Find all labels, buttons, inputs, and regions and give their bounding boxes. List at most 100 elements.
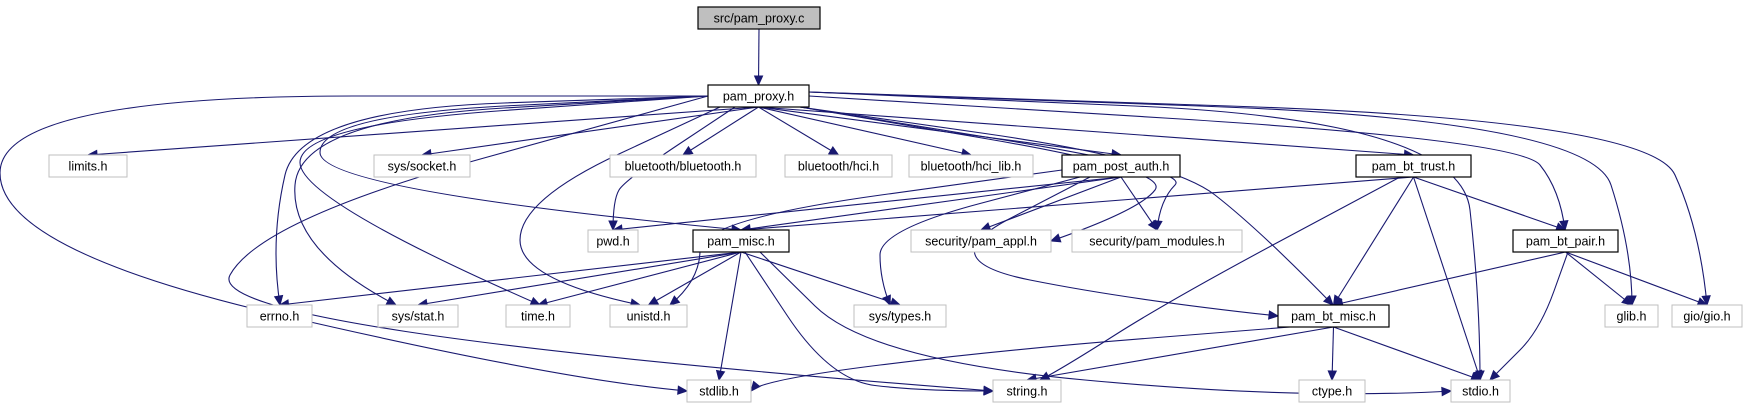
edge-pam_bt_misc_h-to-ctype_h xyxy=(1327,326,1338,382)
node-pam-proxy-c[interactable]: src/pam_proxy.c xyxy=(697,6,821,30)
edge-pam_misc_h-to-string_h xyxy=(744,251,995,396)
edge-pam_bt_pair_h-to-stdio_h xyxy=(1489,251,1569,381)
edge-pam_proxy_h-to-errno_h xyxy=(273,95,709,307)
node-label: sys/stat.h xyxy=(392,310,445,324)
edge-pam_misc_h-to-stdlib_h xyxy=(715,251,742,382)
node-string-h: string.h xyxy=(992,379,1062,403)
node-sys-socket-h: sys/socket.h xyxy=(373,154,471,178)
edge-pam_proxy_h-to-pam_bt_misc_h xyxy=(799,106,1334,306)
node-pam-misc-h[interactable]: pam_misc.h xyxy=(692,229,790,253)
edge-pam_proxy_h-to-pam_post_auth_h xyxy=(758,106,1123,159)
edge-pam_proxy_h-to-stdlib_h xyxy=(0,95,709,395)
edge-pam_bt_pair_h-to-glib_h xyxy=(1565,251,1633,306)
node-errno-h: errno.h xyxy=(246,304,313,328)
node-box xyxy=(1512,229,1619,253)
node-label: pam_misc.h xyxy=(707,235,774,249)
node-label: stdio.h xyxy=(1462,385,1499,399)
node-box xyxy=(910,229,1052,253)
node-label: stdlib.h xyxy=(699,385,739,399)
node-label: errno.h xyxy=(260,310,300,324)
edge-pam_bt_trust_h-to-stdio_h xyxy=(1412,176,1483,382)
node-pam-proxy-h[interactable]: pam_proxy.h xyxy=(707,84,810,108)
edge-pam_proxy_h-to-glib_h xyxy=(808,91,1637,307)
node-label: string.h xyxy=(1007,385,1048,399)
node-label: glib.h xyxy=(1617,310,1647,324)
node-box xyxy=(692,229,790,253)
node-label: security/pam_modules.h xyxy=(1089,235,1225,249)
node-label: pam_post_auth.h xyxy=(1073,160,1170,174)
node-label: bluetooth/hci.h xyxy=(798,160,879,174)
node-sys-types-h: sys/types.h xyxy=(853,304,947,328)
node-box xyxy=(246,304,313,328)
edge-pam_bt_trust_h-to-string_h xyxy=(1038,176,1401,381)
node-box xyxy=(1298,379,1366,403)
node-stdlib-h: stdlib.h xyxy=(686,379,752,403)
edge-pam_bt_misc_h-to-stdio_h xyxy=(1333,326,1482,382)
node-label: pwd.h xyxy=(596,235,629,249)
node-box xyxy=(609,304,688,328)
edge-pam_post_auth_h-to-pam_bt_misc_h xyxy=(973,176,1280,320)
edge-pam_proxy_h-to-pam_bt_pair_h xyxy=(808,95,1569,232)
edge-pam_bt_trust_h-to-pam_bt_misc_h xyxy=(1332,176,1414,307)
edge-pam_misc_h-to-errno_h xyxy=(278,251,742,309)
node-hci-h: bluetooth/hci.h xyxy=(784,154,893,178)
node-label: sys/types.h xyxy=(869,310,932,324)
node-label: security/pam_appl.h xyxy=(925,235,1037,249)
node-label: time.h xyxy=(521,310,555,324)
node-hci-lib-h: bluetooth/hci_lib.h xyxy=(908,154,1034,178)
node-pam-post-auth-h[interactable]: pam_post_auth.h xyxy=(1061,154,1181,178)
edge-pam_misc_h-to-time_h xyxy=(536,251,742,308)
edge-pam_proxy_h-to-sys_stat_h xyxy=(294,95,709,306)
edge-pam_misc_h-to-sys_types_h xyxy=(740,251,902,307)
edge-pam_proxy_h-to-time_h xyxy=(299,95,709,306)
node-box xyxy=(784,154,893,178)
node-pam-bt-trust-h[interactable]: pam_bt_trust.h xyxy=(1355,154,1472,178)
node-label: limits.h xyxy=(69,160,108,174)
node-label: bluetooth/hci_lib.h xyxy=(921,160,1022,174)
node-label: pam_proxy.h xyxy=(723,90,794,104)
node-label: ctype.h xyxy=(1312,385,1352,399)
node-box xyxy=(908,154,1034,178)
node-unistd-h: unistd.h xyxy=(609,304,688,328)
node-box xyxy=(587,229,639,253)
node-box xyxy=(707,84,810,108)
edge-pam_proxy_c-to-pam_proxy_h xyxy=(753,28,764,87)
node-label: pam_bt_misc.h xyxy=(1291,310,1376,324)
node-pam-bt-misc-h[interactable]: pam_bt_misc.h xyxy=(1277,304,1390,328)
edge-pam_bt_trust_h-to-pam_bt_pair_h xyxy=(1413,176,1567,232)
node-label: sys/socket.h xyxy=(388,160,457,174)
node-limits-h: limits.h xyxy=(48,154,128,178)
node-label: pam_bt_trust.h xyxy=(1372,160,1455,174)
edge-pam_post_auth_h-to-pam_modules_h xyxy=(1120,176,1158,232)
node-box xyxy=(377,304,459,328)
node-bluetooth-h: bluetooth/bluetooth.h xyxy=(609,154,757,178)
node-pam-appl-h: security/pam_appl.h xyxy=(910,229,1052,253)
node-label: pam_bt_pair.h xyxy=(1526,235,1605,249)
node-time-h: time.h xyxy=(505,304,571,328)
node-label: bluetooth/bluetooth.h xyxy=(625,160,742,174)
node-box xyxy=(697,6,821,30)
node-box xyxy=(48,154,128,178)
node-box xyxy=(505,304,571,328)
node-glib-h: glib.h xyxy=(1604,304,1659,328)
node-label: gio/gio.h xyxy=(1683,310,1730,324)
edge-pam_bt_trust_h-to-pam_misc_h xyxy=(739,176,1414,235)
edge-pam_proxy_h-to-hci_h xyxy=(758,106,840,156)
edge-pam_proxy_h-to-limits_h xyxy=(86,106,759,160)
edge-pam_misc_h-to-unistd_h xyxy=(647,251,742,306)
node-box xyxy=(853,304,947,328)
node-box xyxy=(1277,304,1390,328)
node-stdio-h: stdio.h xyxy=(1450,379,1511,403)
node-ctype-h: ctype.h xyxy=(1298,379,1366,403)
node-box xyxy=(1671,304,1743,328)
node-label: unistd.h xyxy=(627,310,671,324)
node-label: src/pam_proxy.c xyxy=(714,12,805,26)
edge-pam_proxy_h-to-gio_h xyxy=(808,91,1711,307)
edge-pam_bt_pair_h-to-pam_bt_misc_h xyxy=(1332,251,1566,308)
nodes-layer: src/pam_proxy.c pam_proxy.h limits.h sys/so… xyxy=(48,6,1743,403)
node-pam-bt-pair-h[interactable]: pam_bt_pair.h xyxy=(1512,229,1619,253)
node-gio-h: gio/gio.h xyxy=(1671,304,1743,328)
node-box xyxy=(686,379,752,403)
node-box xyxy=(609,154,757,178)
